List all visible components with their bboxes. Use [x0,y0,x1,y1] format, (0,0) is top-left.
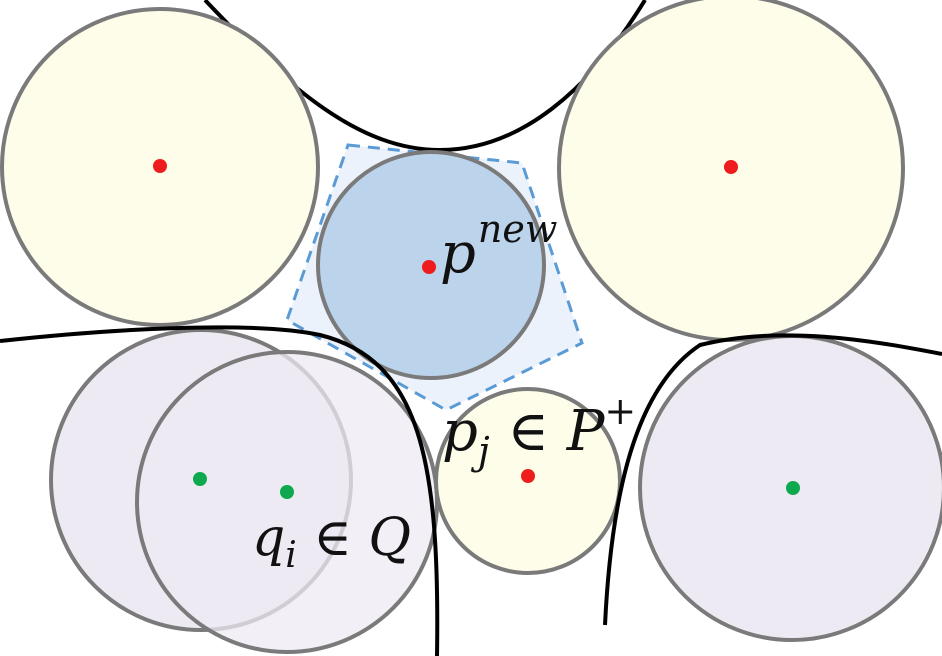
new-point-center [422,260,436,274]
label-p-new-sup: new [478,207,558,251]
negative-center-right [786,481,800,495]
negative-center-middle [280,485,294,499]
lower-left-boundary-curve [0,325,440,656]
label-p-j-rel: ∈ [490,399,567,464]
negative-center-left [193,472,207,486]
label-p-j-set-sup: + [604,389,636,433]
positive-center-bottom [521,469,535,483]
label-q-i: qi ∈ Q [252,508,411,576]
positive-center-top-right [724,160,738,174]
label-q-i-set: Q [368,508,411,568]
label-q-i-rel: ∈ [297,508,369,568]
label-p-new: pnew [440,207,557,286]
label-p-j: pj ∈ P+ [442,389,636,473]
label-q-i-sub: i [285,535,297,576]
label-q-i-base: q [252,508,285,568]
positive-center-top-left [153,159,167,173]
label-p-j-set: P [566,399,606,464]
lower-right-boundary-curve [603,333,942,626]
label-p-j-base: p [442,399,478,464]
negative-circle-middle [135,350,439,654]
label-p-new-base: p [440,221,476,286]
